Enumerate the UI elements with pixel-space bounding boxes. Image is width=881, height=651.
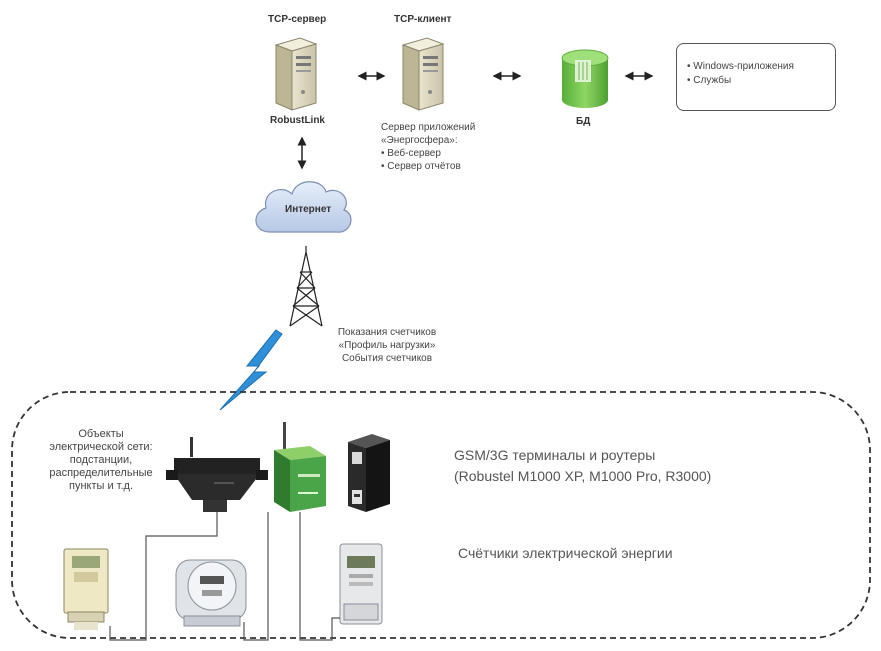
objects-line-5: пункты и т.д. (68, 480, 134, 492)
robustlink-label: RobustLink (270, 115, 325, 126)
tcp-server-icon (274, 37, 318, 111)
electricity-meter-1-icon (63, 548, 109, 630)
objects-line-2: электрической сети: (49, 441, 153, 453)
meter-cables (109, 512, 340, 641)
tcp-client-title: TCP-клиент (394, 14, 452, 25)
router-m1000xp-icon (166, 437, 268, 512)
db-label: БД (576, 116, 591, 127)
objects-line-4: распределительные (49, 467, 153, 479)
objects-line-3: подстанции, (69, 454, 133, 466)
tower-note-line-3: События счетчиков (341, 353, 433, 364)
tower-note-line-1: Показания счетчиков (337, 327, 437, 338)
tcp-client-icon (401, 37, 445, 111)
radio-tower-icon (289, 246, 323, 327)
internet-cloud-icon (255, 181, 352, 233)
wireless-signal-icon (219, 329, 283, 411)
database-icon (561, 49, 609, 108)
terminals-line-1: GSM/3G терминалы и роутеры (454, 447, 656, 463)
field-objects-region (11, 391, 871, 639)
terminals-line-2: (Robustel M1000 XP, M1000 Pro, R3000) (454, 468, 712, 484)
tcp-server-title: TCP-сервер (268, 14, 327, 25)
tower-note-line-2: «Профиль нагрузки» (338, 340, 436, 351)
applications-box: • Windows-приложения • Службы (676, 43, 836, 111)
electricity-meter-3-icon (339, 543, 383, 625)
app-server-line-4: • Сервер отчётов (381, 161, 461, 172)
objects-line-1: Объекты (78, 428, 124, 440)
electricity-meter-2-icon (175, 559, 247, 627)
meters-label: Счётчики электрической энергии (458, 545, 673, 561)
apps-item-windows: • Windows-приложения (687, 61, 794, 72)
apps-item-services: • Службы (687, 75, 732, 86)
router-m1000pro-icon (274, 422, 326, 512)
internet-label: Интернет (285, 204, 332, 215)
router-r3000-icon (348, 434, 390, 512)
app-server-line-3: • Веб-сервер (381, 148, 441, 159)
app-server-line-1: Сервер приложений (381, 122, 476, 133)
app-server-line-2: «Энергосфера»: (381, 135, 458, 146)
